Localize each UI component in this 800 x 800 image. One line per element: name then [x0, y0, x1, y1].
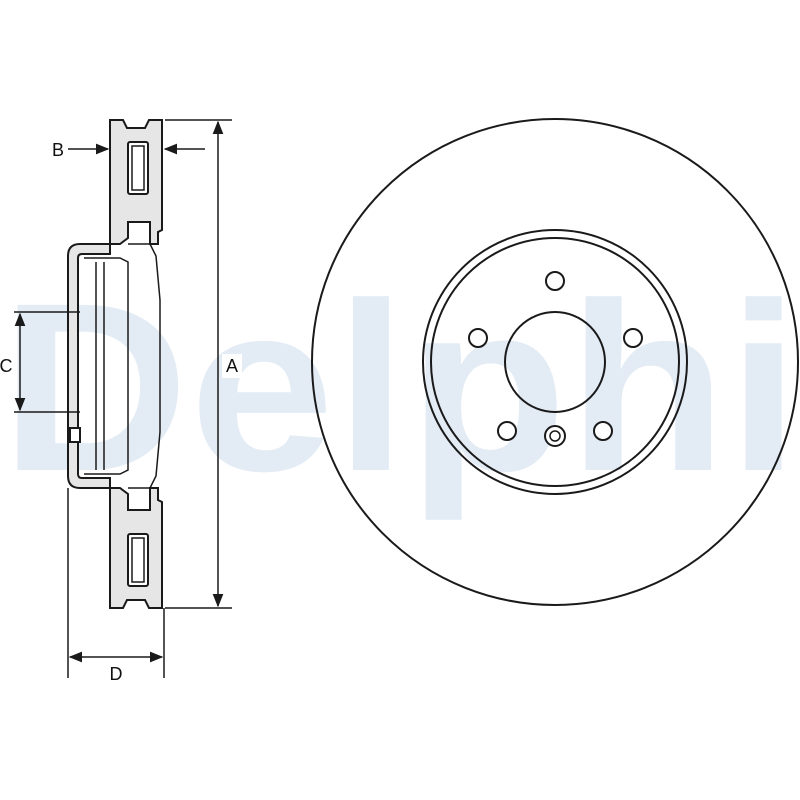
locating-screw-hole	[544, 425, 566, 447]
vent-slot-bottom-inner	[131, 537, 145, 583]
bolt-hole-left	[468, 328, 488, 348]
dimension-a-label: A	[226, 356, 238, 376]
hat-outer-ring	[422, 229, 688, 495]
hat-section	[67, 243, 111, 489]
dimension-d-label: D	[110, 664, 123, 684]
vent-slot-top-inner	[131, 145, 145, 191]
vent-slot-top	[127, 141, 149, 195]
center-bore	[504, 311, 606, 413]
locating-screw-inner	[549, 430, 561, 442]
dimension-b-label: B	[52, 140, 64, 160]
disc-outer-edge	[311, 118, 799, 606]
dimension-b: B	[52, 140, 205, 160]
watermark-logo: Delphi	[0, 253, 800, 521]
bolt-hole-top	[545, 271, 565, 291]
dimension-c-label: C	[0, 356, 13, 376]
brake-disc-front-view-icon	[311, 118, 799, 606]
bolt-hole-right	[623, 328, 643, 348]
hat-flange-line	[128, 243, 161, 489]
dimension-a: A	[165, 119, 242, 609]
hat-inner-ring	[430, 237, 680, 487]
dimension-d: D	[67, 488, 165, 684]
bolt-hole-bottom-right	[593, 421, 613, 441]
hat-inner-wall	[84, 257, 129, 475]
brake-disc-section-view-icon	[67, 119, 163, 609]
bolt-hole-bottom-left	[497, 421, 517, 441]
dimension-c: C	[0, 311, 68, 413]
vent-slot-bottom	[127, 533, 149, 587]
bolt-section	[69, 427, 81, 443]
